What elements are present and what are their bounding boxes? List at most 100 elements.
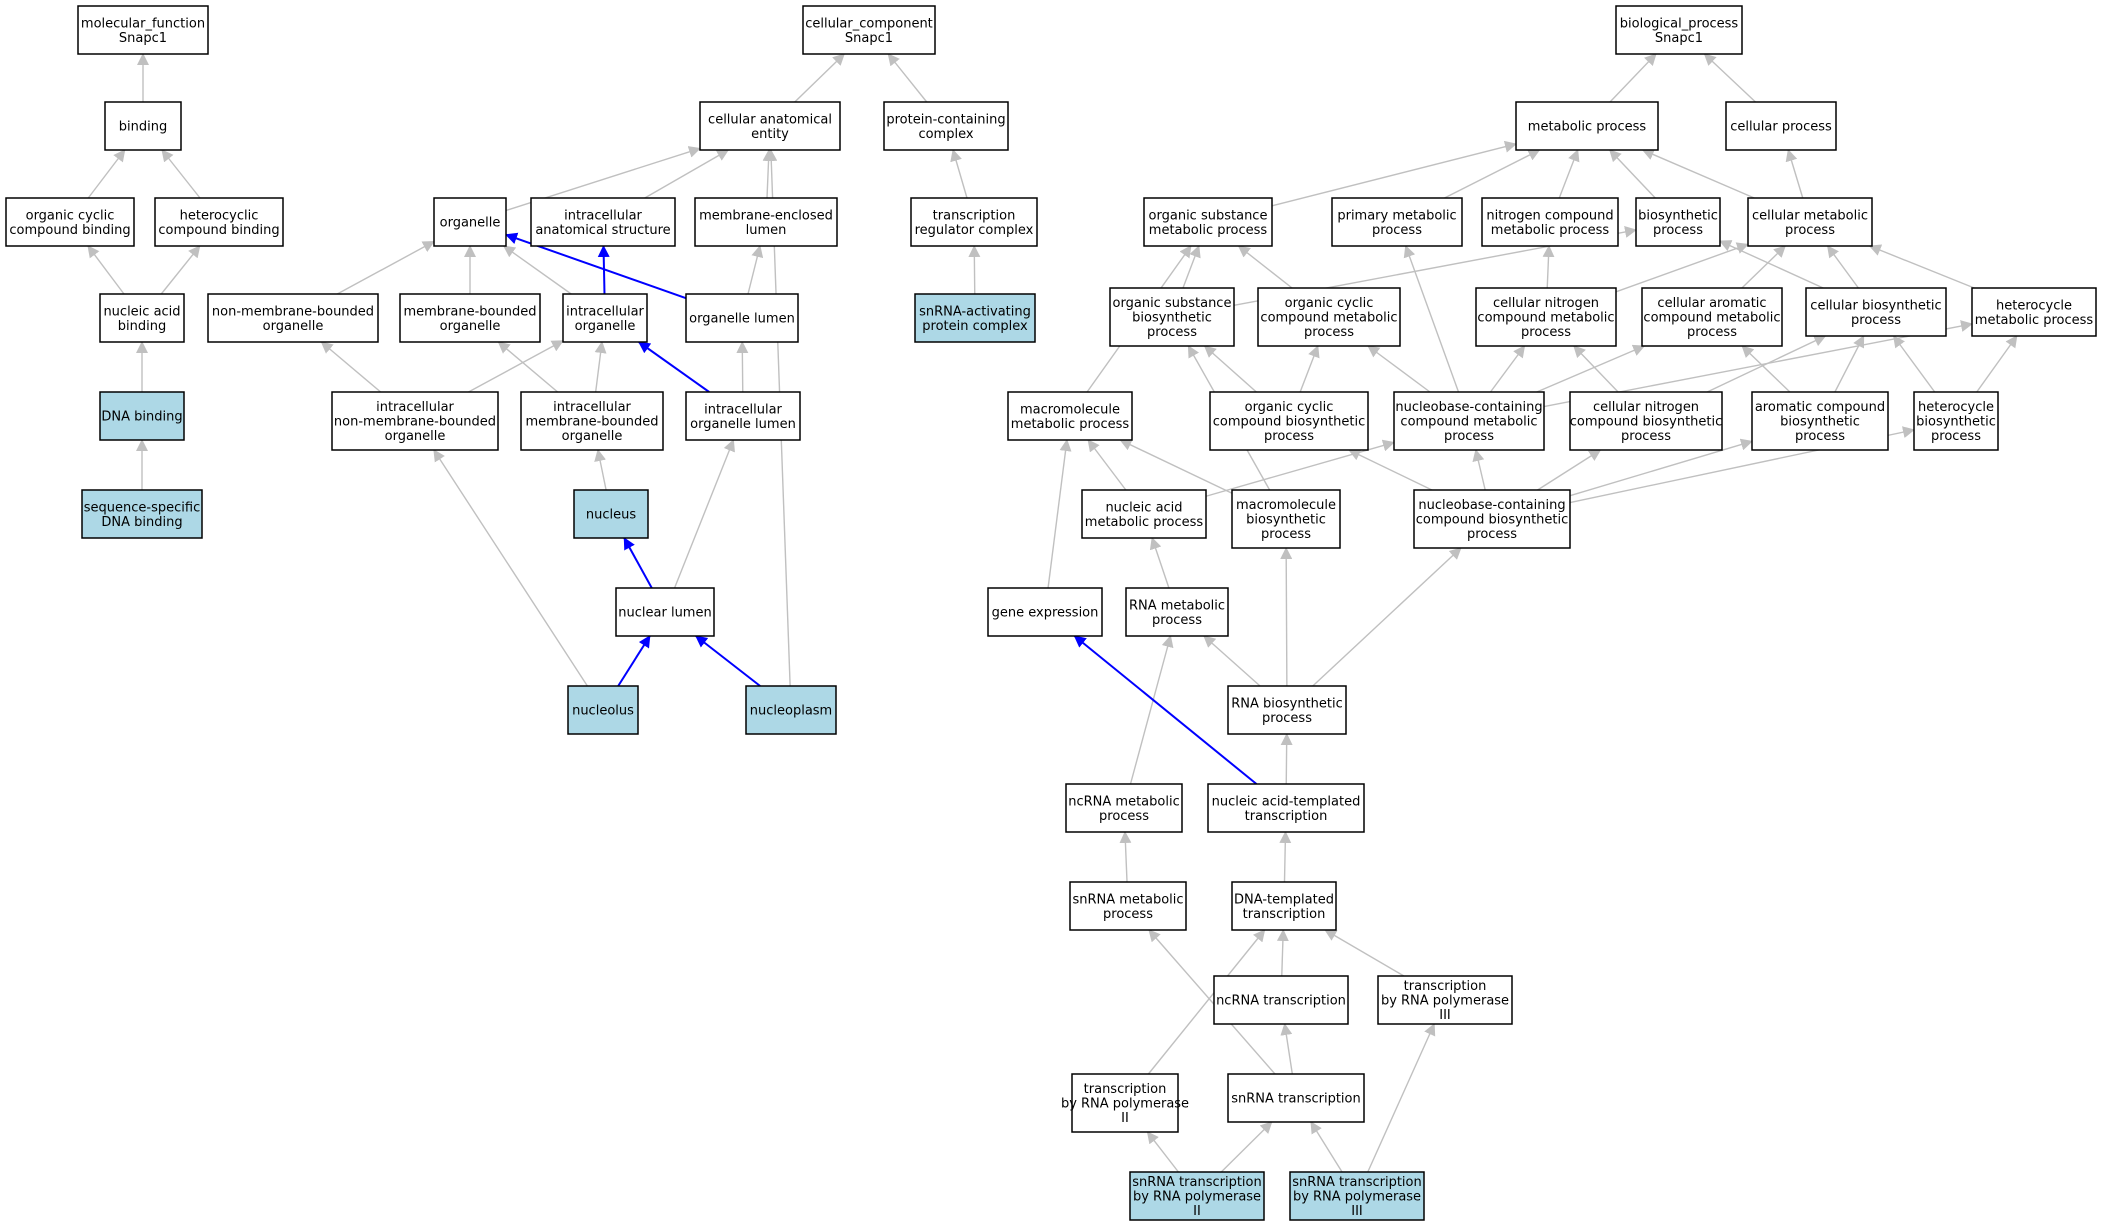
edge-ncrnat-to-dtt	[1276, 929, 1289, 977]
node-box	[1635, 197, 1721, 247]
edge-nucleus-to-imbo	[594, 449, 607, 491]
go-term-node-nuc-lumen[interactable]: nuclear lumen	[615, 587, 715, 637]
node-box	[694, 197, 838, 247]
edge-snrnat-to-snrnamp	[1148, 929, 1276, 1075]
go-term-node-inmbo[interactable]: intracellularnon-membrane-boundedorganel…	[331, 391, 499, 451]
go-term-node-nucleolus[interactable]: nucleolus	[567, 685, 639, 735]
node-box	[883, 101, 1009, 151]
node-box	[1227, 685, 1347, 735]
go-term-node-snrnat[interactable]: snRNA transcription	[1227, 1073, 1365, 1123]
edge-nbccmp-to-occmp	[1367, 345, 1431, 393]
node-box	[1331, 197, 1463, 247]
node-label-line: compound metabolic	[1260, 311, 1397, 326]
node-label-line: organic cyclic	[1245, 400, 1334, 415]
node-label-line: process	[1304, 325, 1354, 340]
edge-occbp-to-osbp	[1203, 345, 1257, 393]
node-box	[987, 587, 1103, 637]
node-box	[1289, 1171, 1425, 1221]
edge-pcc-to-cc_root	[887, 53, 928, 103]
node-label-line: nucleoplasm	[750, 704, 832, 719]
edge-ncrnamp-to-rnamp	[1129, 635, 1174, 785]
go-term-node-binding[interactable]: binding	[104, 101, 182, 151]
edge-namp-to-mmp	[1087, 439, 1127, 491]
go-term-node-nucleoplasm[interactable]: nucleoplasm	[745, 685, 837, 735]
go-term-node-ol[interactable]: organelle lumen	[685, 293, 799, 343]
node-label-line: II	[1121, 1111, 1129, 1126]
edge-cbp-to-cmp	[1827, 245, 1859, 289]
node-label-line: compound biosynthetic	[1570, 415, 1723, 430]
edge-hmp-to-cmp	[1868, 244, 1975, 289]
edge-cncmp-to-ncmp	[1542, 245, 1555, 289]
node-label-line: metabolic process	[1011, 417, 1130, 432]
go-term-node-organelle[interactable]: organelle	[433, 197, 507, 247]
node-label-line: intracellular	[566, 304, 644, 319]
node-label-line: snRNA transcription	[1132, 1175, 1261, 1190]
node-box	[1125, 587, 1229, 637]
go-term-node-cellproc[interactable]: cellular process	[1725, 101, 1837, 151]
node-box	[331, 391, 499, 451]
go-term-node-ncrnat[interactable]: ncRNA transcription	[1213, 975, 1349, 1025]
go-term-node-dna-binding[interactable]: DNA binding	[99, 391, 185, 441]
go-term-node-nucleus[interactable]: nucleus	[573, 489, 649, 539]
node-label-line: organelle	[562, 429, 623, 444]
go-term-node-metab[interactable]: metabolic process	[1515, 101, 1659, 151]
node-label-line: process	[1653, 223, 1703, 238]
edge-dtt-to-natt	[1279, 831, 1292, 883]
node-label-line: by RNA polymerase	[1061, 1097, 1189, 1112]
go-term-node-gexp[interactable]: gene expression	[987, 587, 1103, 637]
edge-acbp-to-cbp	[1834, 335, 1865, 393]
node-label-line: macromolecule	[1020, 402, 1120, 417]
edge-nuc_lumen-to-nucleus	[623, 537, 653, 589]
edge-na_binding-to-het_binding	[160, 245, 201, 295]
node-label-line: nucleic acid	[1105, 500, 1182, 515]
